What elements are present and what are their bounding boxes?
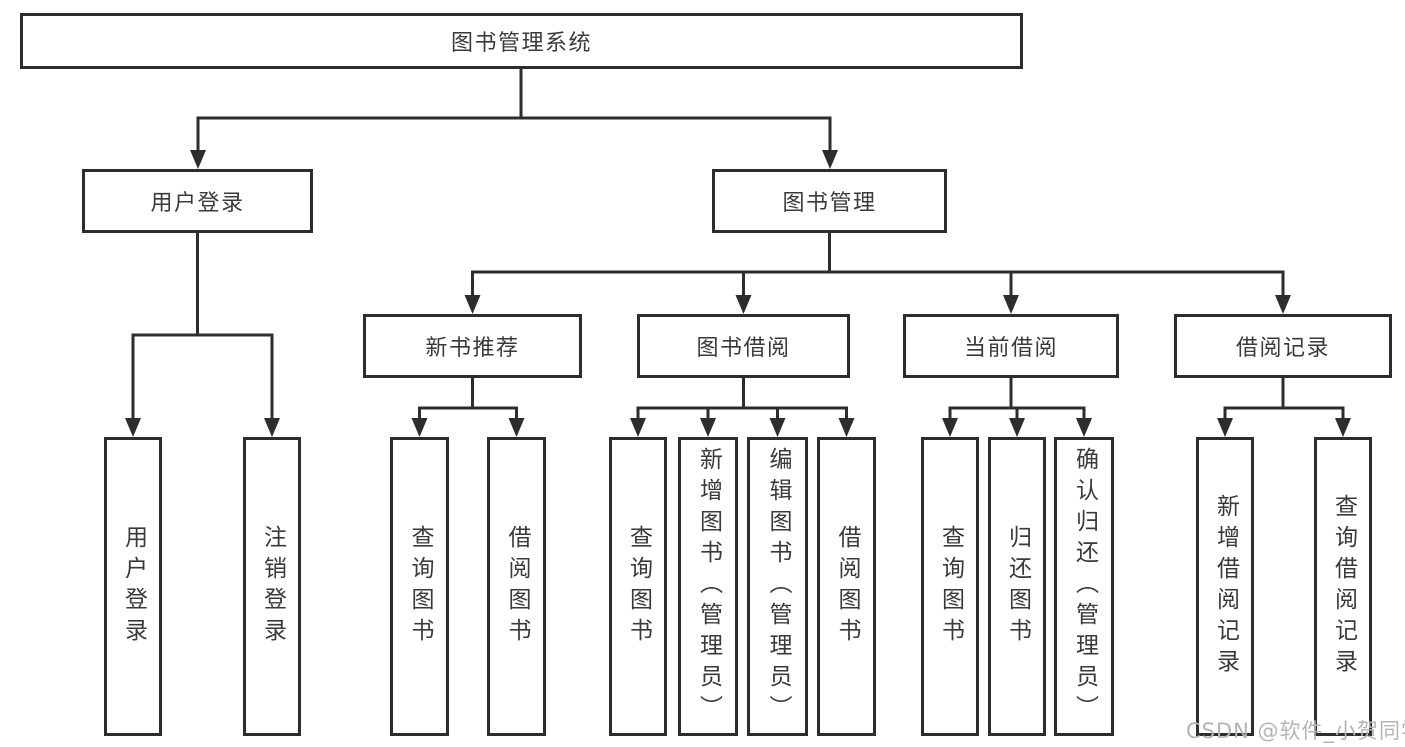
connector-book-mgmt-to-level3 (464, 233, 1291, 314)
leaf-edit-book-admin: 编辑图书（管理员） (747, 437, 808, 736)
node-new-book-rec: 新书推荐 (363, 314, 582, 378)
leaf-query-book-1: 查询图书 (390, 437, 449, 736)
connector-current-borrow-to-leaves (942, 378, 1092, 437)
leaf-borrow-book-2: 借阅图书 (817, 437, 876, 736)
leaf-return-book: 归还图书 (988, 437, 1046, 736)
node-user-login: 用户登录 (82, 169, 313, 233)
watermark: CSDN @软件_小贺同学 (1186, 719, 1405, 743)
leaf-query-borrow-record: 查询借阅记录 (1314, 437, 1372, 736)
node-root: 图书管理系统 (20, 13, 1023, 69)
connector-user-login-to-leaves (125, 233, 280, 437)
leaf-add-book-admin: 新增图书（管理员） (678, 437, 738, 736)
leaf-query-book-2: 查询图书 (609, 437, 667, 736)
connector-new-book-rec-to-leaves (411, 378, 525, 437)
leaf-borrow-book-1: 借阅图书 (487, 437, 546, 736)
connector-book-borrow-to-leaves (630, 378, 855, 437)
node-current-borrow: 当前借阅 (903, 314, 1119, 378)
leaf-query-book-3: 查询图书 (921, 437, 979, 736)
leaf-user-login: 用户登录 (104, 437, 162, 736)
connector-root-to-level2 (190, 69, 838, 169)
leaf-add-borrow-record: 新增借阅记录 (1196, 437, 1254, 736)
node-borrow-records: 借阅记录 (1174, 314, 1392, 378)
node-book-borrow: 图书借阅 (637, 314, 850, 378)
node-book-mgmt: 图书管理 (712, 169, 947, 233)
leaf-confirm-return-admin: 确认归还（管理员） (1054, 437, 1114, 736)
leaf-logout: 注销登录 (243, 437, 301, 736)
connector-borrow-records-to-leaves (1217, 378, 1351, 437)
